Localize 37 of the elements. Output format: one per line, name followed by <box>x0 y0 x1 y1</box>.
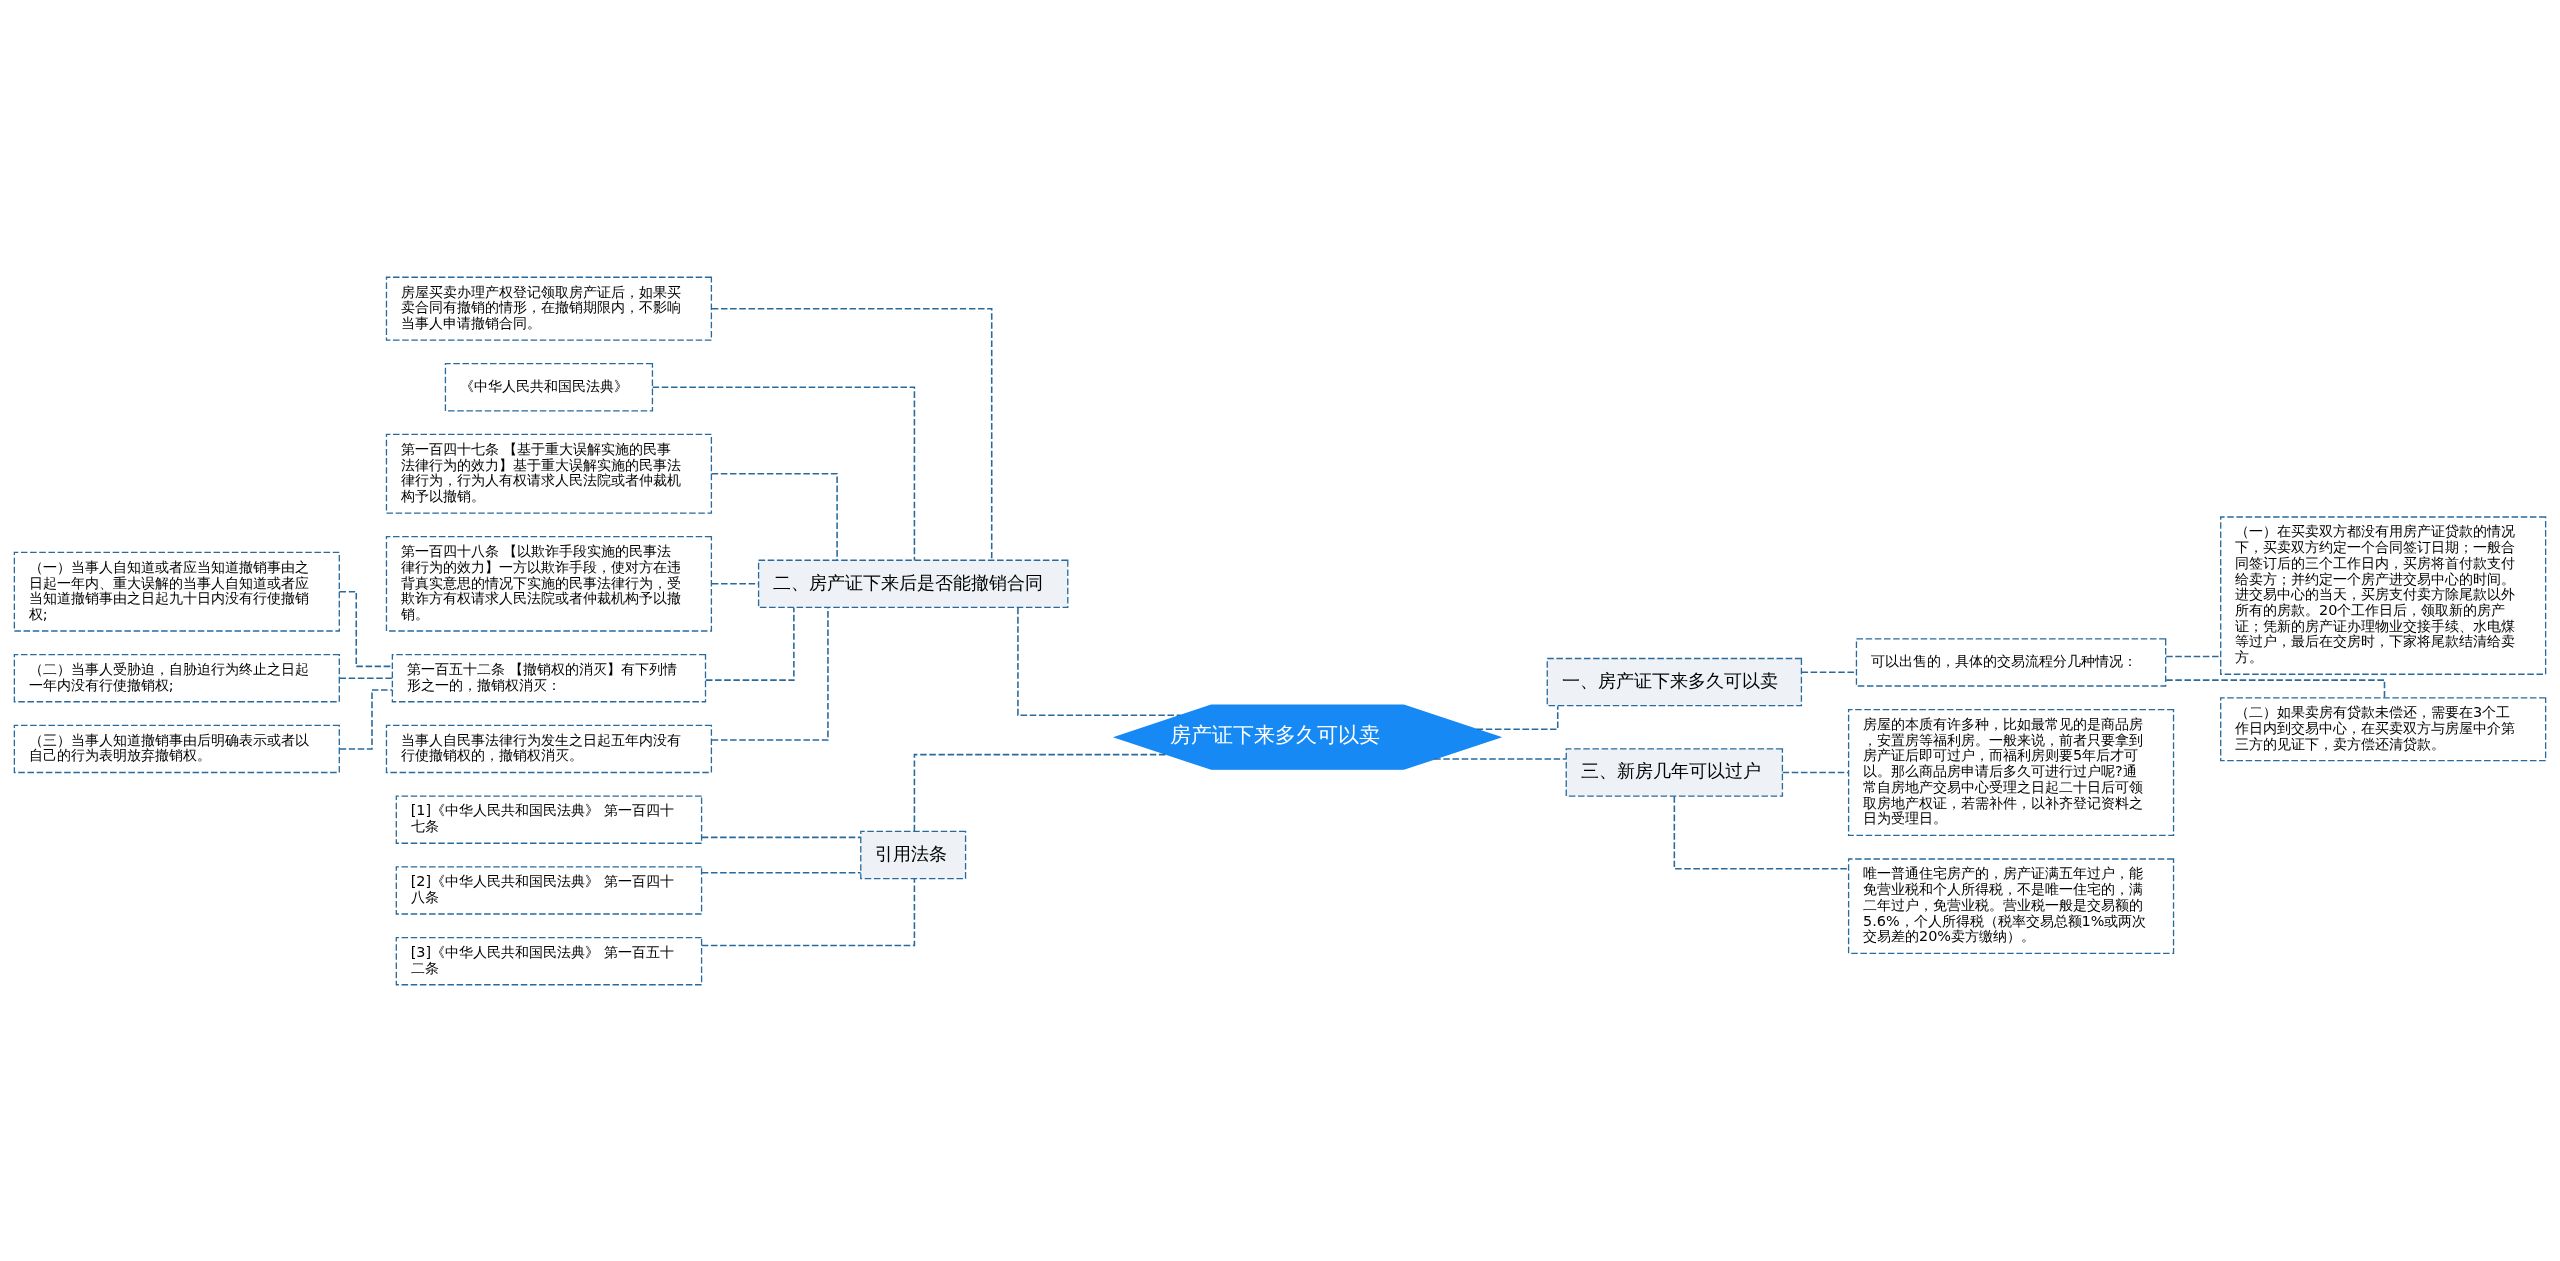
node-box: （一）在买卖双方都没有用房产证贷款的情况下，买卖双方约定一个合同签订日期；一般合同签订后的三个工作日内，买房将首付款支付给卖方；并约定一个房产进交易中心的时间。进交易中心的当天，买房支付卖方除尾款以外所有的房款。20个工作日后，领取新的房产证；凭新的房产证办理物业交接手续、水电煤等过户，最后在交房时，下家将尾款结清给卖方。 <box>2220 515 2547 675</box>
node-box: 《中华人民共和国民法典》 <box>444 362 654 412</box>
connector <box>1433 757 1567 760</box>
node-box: 引用法条 <box>860 830 967 879</box>
node-box: 一、房产证下来多久可以卖 <box>1546 657 1803 706</box>
connector <box>710 606 829 741</box>
connector <box>1781 771 1850 773</box>
connector <box>651 386 916 561</box>
connector <box>338 590 393 667</box>
node-box: （三）当事人知道撤销事由后明确表示或者以自己的行为表明放弃撤销权。 <box>13 724 340 773</box>
connector <box>1475 704 1559 730</box>
node-box: 第一百四十八条 【以欺诈手段实施的民事法律行为的效力】一方以欺诈手段，使对方在违背真实意思的情况下实施的民事法律行为，受欺诈方有权请求人民法院或者仲裁机构予以撤销。 <box>385 535 713 632</box>
connector <box>338 676 393 679</box>
connector <box>711 307 993 561</box>
node-box: （二）当事人受胁迫，自胁迫行为终止之日起一年内没有行使撤销权; <box>13 653 340 702</box>
connector <box>705 606 795 681</box>
node-box: 第一百四十七条 【基于重大误解实施的民事法律行为的效力】基于重大误解实施的民事法律行为，行为人有权请求人民法院或者仲裁机构予以撤销。 <box>385 433 713 514</box>
connector <box>701 877 916 946</box>
node-box: 三、新房几年可以过户 <box>1565 747 1784 797</box>
node-box: [2]《中华人民共和国民法典》 第一百四十八条 <box>395 865 703 915</box>
node-box: [1]《中华人民共和国民法典》 第一百四十七条 <box>395 794 703 844</box>
connector <box>701 836 862 838</box>
node-box: 可以出售的，具体的交易流程分几种情况： <box>1855 637 2167 687</box>
connector <box>1017 606 1182 716</box>
node-box: 第一百五十二条 【撤销权的消灭】有下列情形之一的，撤销权消灭： <box>391 653 707 702</box>
node-box: 房屋的本质有许多种，比如最常见的是商品房，安置房等福利房。一般来说，前者只要拿到房产证后即可过户，而福利房则要5年后才可以。那么商品房申请后多久可进行过户呢?通常自房地产交易中心受理之日起二十日后可领取房地产权证，若需补件，以补齐登记资料之日为受理日。 <box>1847 708 2175 836</box>
node-box: [3]《中华人民共和国民法典》 第一百五十二条 <box>395 936 703 985</box>
node-box: 当事人自民事法律行为发生之日起五年内没有行使撤销权的，撤销权消灭。 <box>385 724 713 773</box>
connector <box>701 871 862 874</box>
node-box: 二、房产证下来后是否能撤销合同 <box>757 559 1069 608</box>
connector <box>710 472 838 561</box>
node-box: （一）当事人自知道或者应当知道撤销事由之日起一年内、重大误解的当事人自知道或者应当知道撤销事由之日起九十日内没有行使撤销权; <box>13 551 340 632</box>
node-box: 房屋买卖办理产权登记领取房产证后，如果买卖合同有撤销的情形，在撤销期限内，不影响当事人申请撤销合同。 <box>385 276 713 341</box>
connector <box>2165 655 2222 657</box>
node-box: （二）如果卖房有贷款未偿还，需要在3个工作日内到交易中心，在买卖双方与房屋中介第三方的见证下，卖方偿还清贷款。 <box>2220 696 2547 761</box>
connector <box>1673 795 1849 870</box>
node-box: 唯一普通住宅房产的，房产证满五年过户，能免营业税和个人所得税，不是唯一住宅的，满二年过户，免营业税。营业税一般是交易额的5.6%，个人所得税（税率交易总额1%或两次交易差的20%卖方缴纳）。 <box>1847 857 2175 954</box>
